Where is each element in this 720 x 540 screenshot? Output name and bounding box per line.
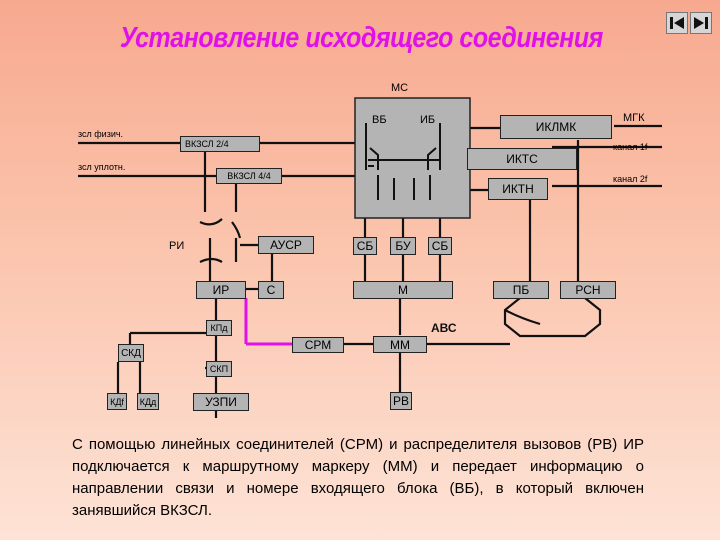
vkzsl-24-box: ВКЗСЛ 2/4 [180, 136, 260, 152]
slide-title: Установление исходящего соединения [119, 22, 604, 54]
uzpi-box: УЗПИ [193, 393, 249, 411]
kdd-box: КДд [137, 393, 159, 410]
play-forward-icon [694, 17, 708, 29]
kanal1-label: канал 1f [613, 142, 648, 152]
s-box: С [258, 281, 284, 299]
ir-box: ИР [196, 281, 246, 299]
sb1-box: СБ [353, 237, 377, 255]
iktn-box: ИКТН [488, 178, 548, 200]
bu-box: БУ [390, 237, 416, 255]
prev-slide-button[interactable] [666, 12, 688, 34]
ib-label: ИБ [420, 114, 436, 126]
rsn-box: РСН [560, 281, 616, 299]
kpd-box: КПд [206, 320, 232, 336]
mgk-label: МГК [623, 112, 645, 124]
ausr-box: АУСР [258, 236, 314, 254]
zsl-uplotn-label: зсл уплотн. [78, 162, 126, 172]
m-box: М [353, 281, 453, 299]
next-slide-button[interactable] [690, 12, 712, 34]
skd-box: СКД [118, 344, 144, 362]
ms-label: МС [391, 82, 409, 94]
iklmk-box: ИКЛМК [500, 115, 612, 139]
ikts-box: ИКТС [467, 148, 577, 170]
play-back-icon [670, 17, 684, 29]
kdf-box: КДf [107, 393, 127, 410]
mm-box: ММ [373, 336, 427, 353]
srm-box: СРМ [292, 337, 344, 353]
vb-label: ВБ [372, 114, 387, 126]
zsl-fizich-label: зсл физич. [78, 129, 124, 139]
pb-box: ПБ [493, 281, 549, 299]
ri-label: РИ [169, 240, 185, 252]
skp-box: СКП [206, 361, 232, 377]
vkzsl-44-box: ВКЗСЛ 4/4 [216, 168, 282, 184]
caption-text: С помощью линейных соединителей (СРМ) и … [72, 436, 644, 519]
sb2-box: СБ [428, 237, 452, 255]
rv-box: РВ [390, 392, 412, 410]
abc-label: АВС [431, 321, 457, 335]
kanal2-label: канал 2f [613, 174, 648, 184]
